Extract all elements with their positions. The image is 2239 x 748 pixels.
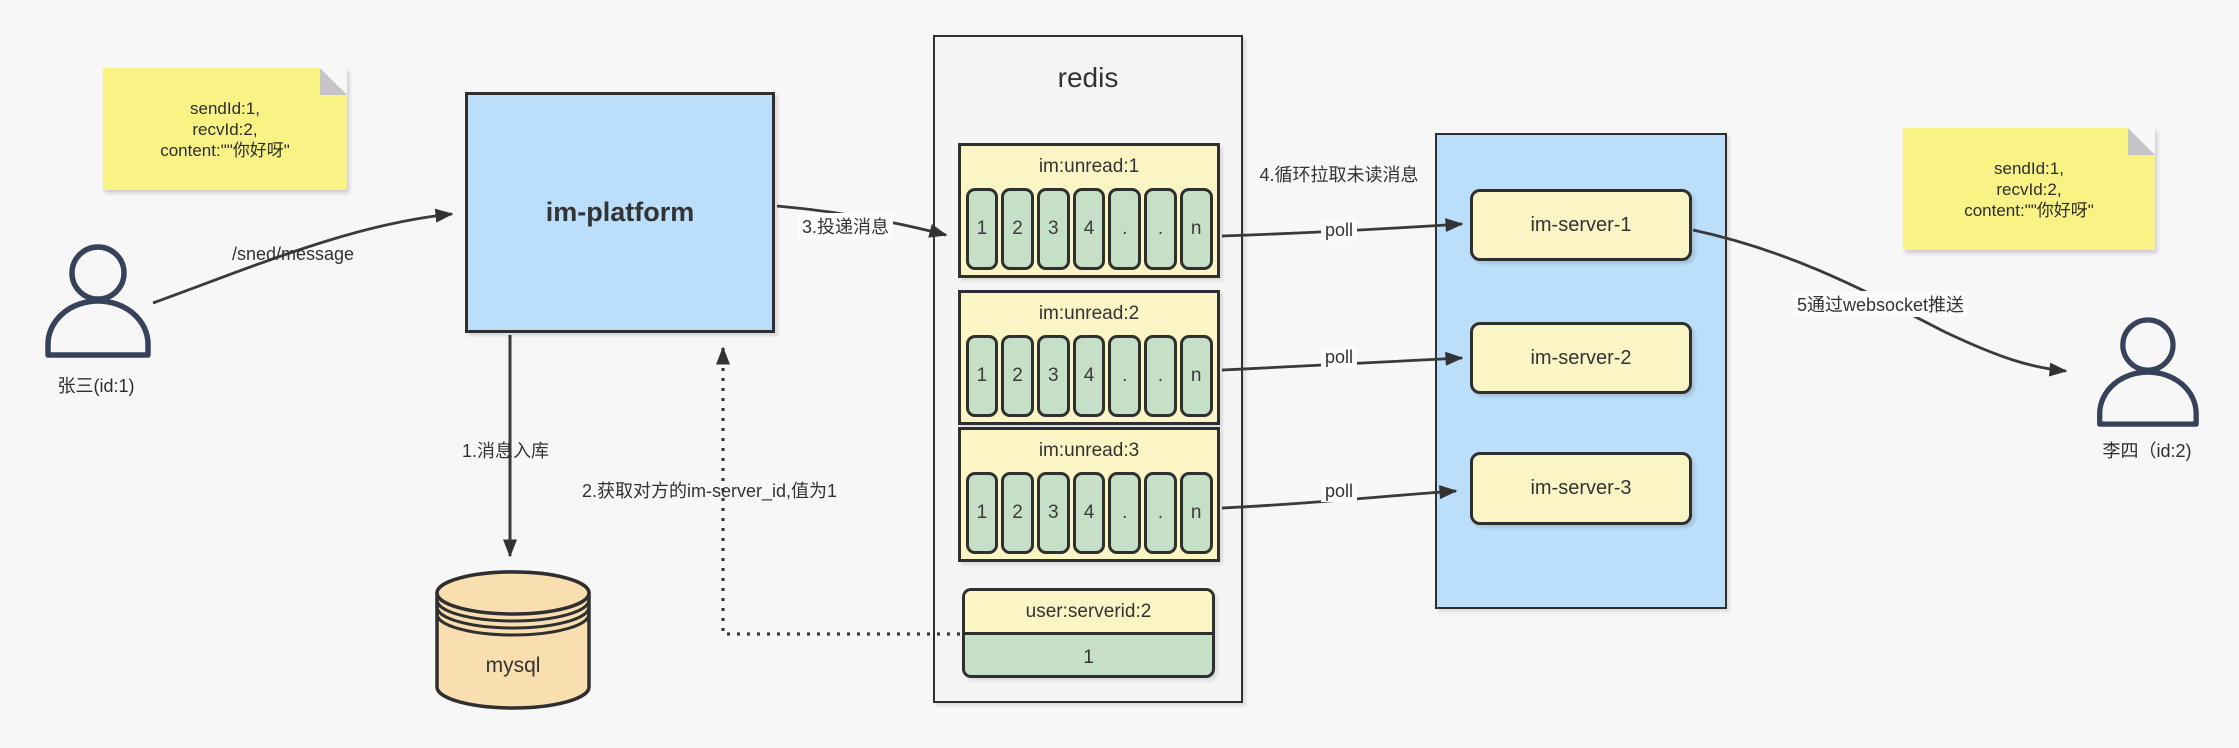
- queue-cell: 4: [1072, 188, 1106, 270]
- kv-value: 1: [1083, 647, 1094, 668]
- queue-cell: 4: [1072, 335, 1106, 417]
- queue-cell: 3: [1036, 188, 1070, 270]
- redis-title: redis: [1057, 62, 1119, 93]
- queue-im-unread-2: im:unread:2 1 2 3 4 . . n: [958, 290, 1220, 425]
- mysql-label: mysql: [486, 654, 541, 677]
- edge-send-message: [152, 208, 454, 305]
- user-icon-receiver: [2097, 317, 2199, 427]
- note-line: recvId:2,: [1996, 179, 2062, 199]
- queue-cell: .: [1108, 472, 1142, 554]
- queue-cell: 3: [1036, 335, 1070, 417]
- edge-label-poll-1: poll: [1321, 220, 1358, 241]
- queue-cell: 1: [965, 188, 999, 270]
- queue-cell: .: [1144, 472, 1177, 554]
- queue-cell: 4: [1072, 472, 1106, 554]
- queue-cell: 1: [965, 335, 999, 417]
- edge-label-store: 1.消息入库: [462, 441, 550, 461]
- queue-cell: 2: [1001, 472, 1034, 554]
- edge-label-poll-2: poll: [1321, 347, 1358, 368]
- queue-cell: n: [1179, 188, 1213, 270]
- sticky-note-right: sendId:1, recvId:2, content:""你好呀": [1903, 128, 2155, 250]
- kv-header: user:serverid:2: [965, 591, 1212, 635]
- edge-label-get-server-id: 2.获取对方的im-server_id,值为1: [582, 481, 838, 501]
- queue-cell: n: [1179, 335, 1213, 417]
- edge-label-send: /sned/message: [232, 244, 355, 264]
- im-server-1-node: im-server-1: [1470, 189, 1692, 261]
- queue-cells: 1 2 3 4 . . n: [961, 335, 1217, 417]
- queue-cell: .: [1108, 188, 1142, 270]
- queue-cells: 1 2 3 4 . . n: [961, 188, 1217, 270]
- edge-label-poll-3: poll: [1321, 481, 1358, 502]
- kv-user-serverid: user:serverid:2 1: [962, 588, 1215, 678]
- sticky-note-left: sendId:1, recvId:2, content:""你好呀": [103, 68, 347, 190]
- queue-cell: 2: [1001, 188, 1034, 270]
- user-icon-sender: [45, 244, 151, 358]
- receiver-label: 李四（id:2): [2102, 441, 2192, 461]
- queue-header: im:unread:2: [1038, 303, 1140, 324]
- note-line: content:""你好呀": [1964, 200, 2094, 220]
- queue-header: im:unread:1: [1038, 156, 1140, 177]
- edge-label-deliver: 3.投递消息: [798, 213, 894, 239]
- edge-label-pull: 4.循环拉取未读消息: [1259, 165, 1419, 185]
- note-line: recvId:2,: [192, 119, 258, 139]
- queue-cell: .: [1144, 188, 1177, 270]
- queue-cell: .: [1108, 335, 1142, 417]
- edge-label-push: 5通过websocket推送: [1793, 291, 1969, 317]
- queue-cell: 3: [1036, 472, 1070, 554]
- queue-cell: n: [1179, 472, 1213, 554]
- queue-header: im:unread:3: [1038, 440, 1140, 461]
- edge-websocket-push: [1692, 228, 2068, 377]
- queue-im-unread-1: im:unread:1 1 2 3 4 . . n: [958, 143, 1220, 278]
- queue-im-unread-3: im:unread:3 1 2 3 4 . . n: [958, 427, 1220, 562]
- queue-cells: 1 2 3 4 . . n: [961, 472, 1217, 554]
- mysql-database-icon: mysql: [435, 570, 591, 710]
- queue-cell: .: [1144, 335, 1177, 417]
- queue-cell: 2: [1001, 335, 1034, 417]
- im-platform-node: im-platform: [465, 92, 775, 333]
- im-server-2-node: im-server-2: [1470, 322, 1692, 394]
- note-line: content:""你好呀": [160, 140, 290, 160]
- sender-label: 张三(id:1): [57, 376, 135, 396]
- queue-cell: 1: [965, 472, 999, 554]
- note-line: sendId:1,: [190, 98, 260, 118]
- im-server-3-node: im-server-3: [1470, 452, 1692, 525]
- note-line: sendId:1,: [1994, 158, 2064, 178]
